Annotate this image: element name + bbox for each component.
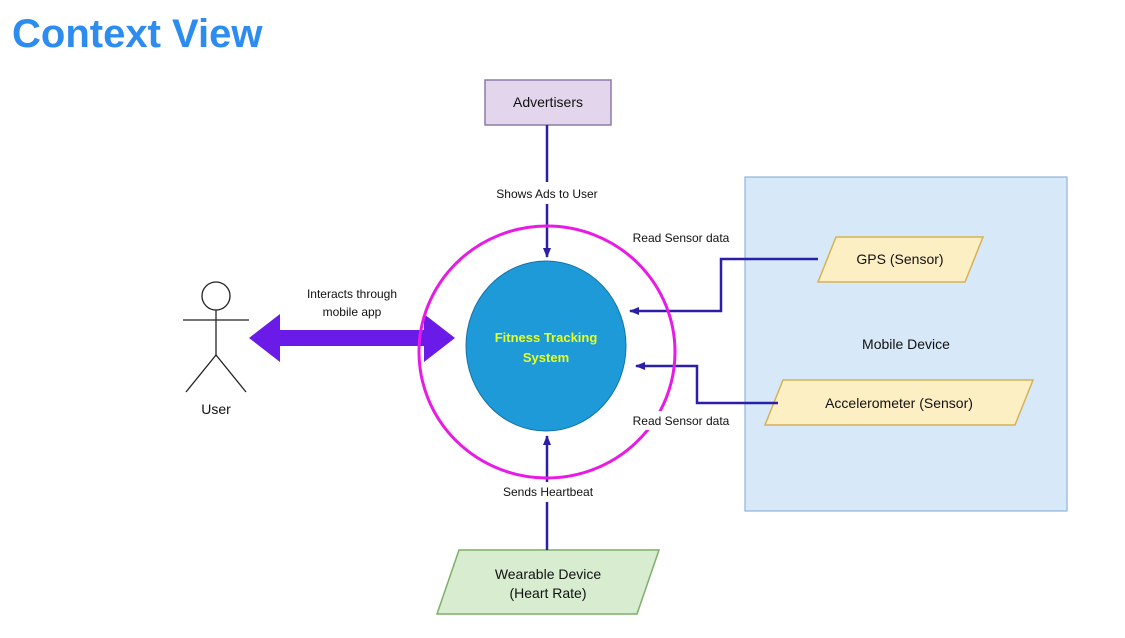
- advertisers-label: Advertisers: [513, 94, 583, 110]
- gps-flow-line: [629, 257, 818, 315]
- fitness-tracking-system: [465, 260, 627, 432]
- heartbeat-flow-label-bg: [489, 482, 606, 502]
- user-stick-figure-icon: [183, 281, 249, 393]
- gps-sensor-label: GPS (Sensor): [856, 251, 943, 267]
- system-boundary-ring: [417, 224, 677, 480]
- user-flow-label-line2: mobile app: [323, 305, 382, 319]
- accelerometer-flow-label-bg: [623, 411, 740, 430]
- user-flow-label-line1: Interacts through: [307, 287, 397, 301]
- accelerometer-sensor-box: [763, 379, 1035, 426]
- accelerometer-flow-label: Read Sensor data: [633, 414, 730, 428]
- user-interaction-arrow: [249, 314, 455, 362]
- user-label: User: [201, 401, 231, 417]
- mobile-device-container: [744, 176, 1068, 512]
- heartbeat-flow-label: Sends Heartbeat: [503, 485, 594, 499]
- wearable-device-label-line1: Wearable Device: [495, 566, 602, 582]
- wearable-device-box: [435, 549, 661, 615]
- accelerometer-sensor-label: Accelerometer (Sensor): [825, 395, 973, 411]
- system-label-line1: Fitness Tracking: [495, 330, 598, 345]
- wearable-device-label-line2: (Heart Rate): [509, 585, 586, 601]
- gps-flow-label: Read Sensor data: [633, 231, 730, 245]
- accelerometer-flow-line: [635, 362, 778, 405]
- mobile-device-label: Mobile Device: [862, 336, 950, 352]
- page-title: Context View: [12, 12, 263, 56]
- ads-flow-label-bg: [484, 182, 610, 204]
- ads-flow-label: Shows Ads to User: [496, 187, 597, 201]
- system-label-line2: System: [523, 350, 569, 365]
- advertisers-box: [484, 79, 612, 126]
- gps-sensor-box: [816, 236, 985, 283]
